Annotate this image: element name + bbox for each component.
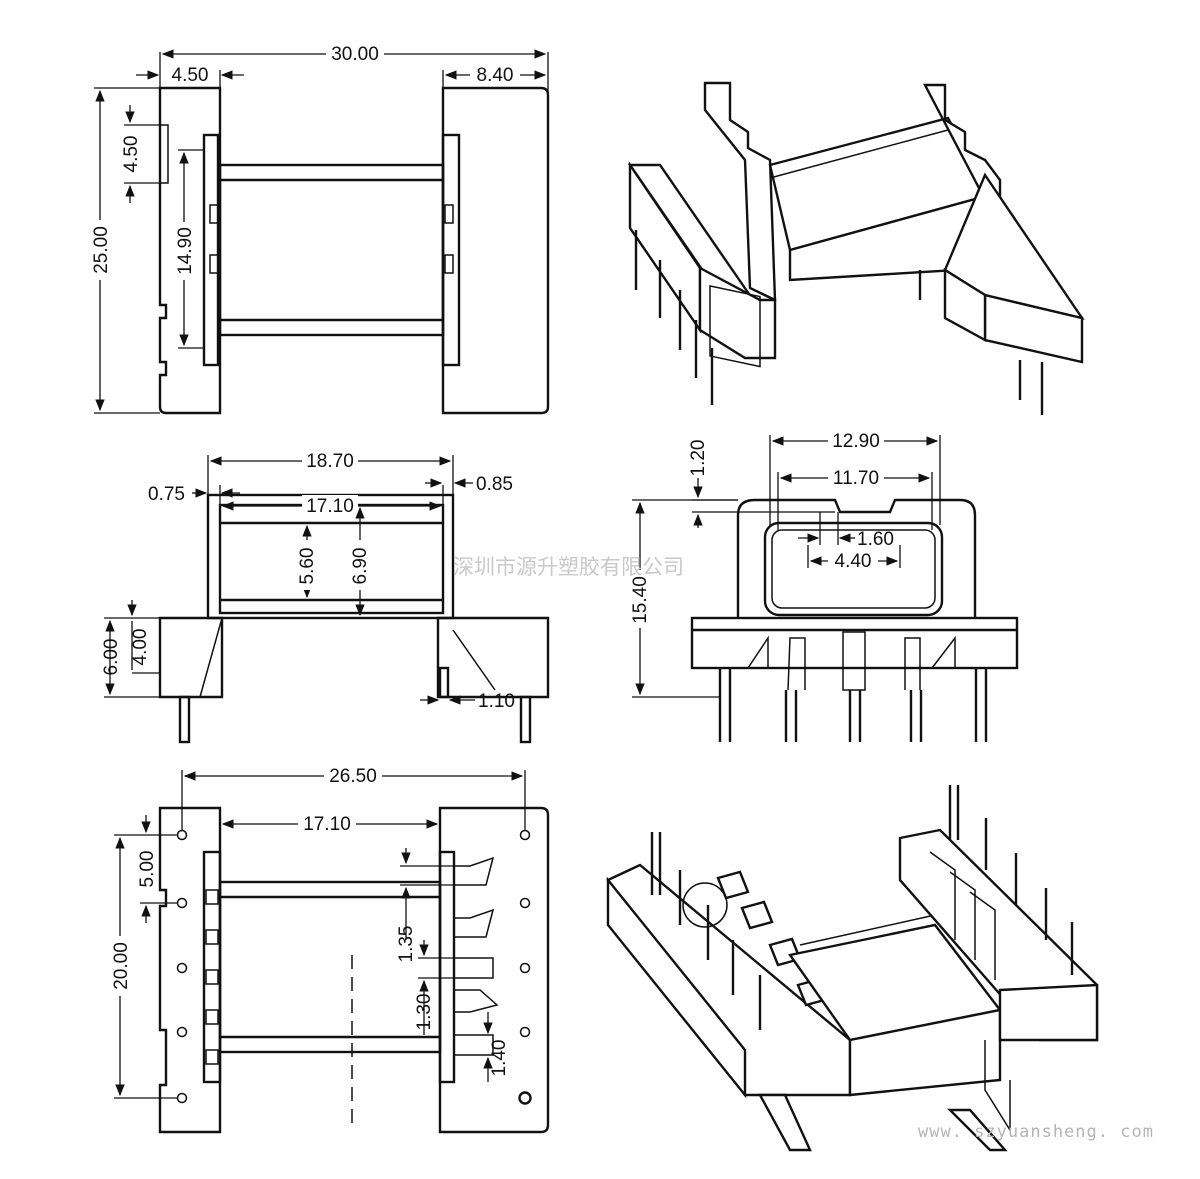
bottom-left-bottom-view: 26.50 17.10 5.00 20.00 1.35 1.30 1.4 bbox=[108, 765, 550, 1134]
dim-end-outer: 12.90 bbox=[832, 431, 880, 452]
dim-pin: 1.10 bbox=[478, 691, 515, 712]
watermark-company: 深圳市源升塑胶有限公司 bbox=[453, 555, 684, 579]
dim-win-h1: 5.60 bbox=[297, 548, 318, 585]
dim-slot: 1.60 bbox=[857, 529, 894, 550]
dim-end-top: 1.20 bbox=[688, 440, 709, 477]
dim-slot2: 4.40 bbox=[835, 551, 872, 572]
dim-d1: 1.35 bbox=[396, 926, 417, 963]
dim-base-h: 6.00 bbox=[101, 639, 122, 676]
dim-flange-r: 0.85 bbox=[476, 474, 513, 495]
dim-end-inner: 11.70 bbox=[833, 468, 879, 489]
dim-overall-width: 30.00 bbox=[331, 44, 379, 65]
dim-end-height: 15.40 bbox=[630, 576, 651, 624]
dim-pin-span: 26.50 bbox=[329, 766, 377, 787]
website-url: www. szyuansheng. com bbox=[918, 1122, 1154, 1142]
dim-core: 14.90 bbox=[175, 227, 196, 275]
dim-span: 20.00 bbox=[111, 942, 132, 990]
dim-outer: 18.70 bbox=[306, 451, 354, 472]
middle-left-front-view: 18.70 17.10 0.75 0.85 5.60 6.90 6.00 4.0… bbox=[101, 450, 550, 744]
dim-bottom-inner: 17.10 bbox=[303, 814, 351, 835]
dim-d3: 1.40 bbox=[489, 1040, 510, 1077]
dim-height: 25.00 bbox=[91, 226, 112, 274]
dim-inner: 17.10 bbox=[306, 496, 354, 517]
dim-flange-right: 8.40 bbox=[477, 65, 514, 86]
dim-pitch: 5.00 bbox=[137, 851, 158, 888]
top-left-side-view: 30.00 4.50 8.40 25.00 4.50 14.90 bbox=[88, 43, 550, 415]
bobbin-3d-top-icon bbox=[627, 81, 1085, 415]
dim-d2: 1.30 bbox=[414, 994, 435, 1031]
dim-notch: 4.50 bbox=[121, 136, 142, 173]
dim-flange-left: 4.50 bbox=[172, 65, 209, 86]
bobbin-3d-bottom-icon bbox=[606, 785, 1099, 1152]
dim-flange-l: 0.75 bbox=[148, 484, 185, 505]
dim-base-h2: 4.00 bbox=[130, 629, 151, 666]
middle-right-end-view: 12.90 11.70 1.20 15.40 1.60 4.40 bbox=[628, 430, 1019, 742]
dim-win-h2: 6.90 bbox=[350, 548, 371, 585]
